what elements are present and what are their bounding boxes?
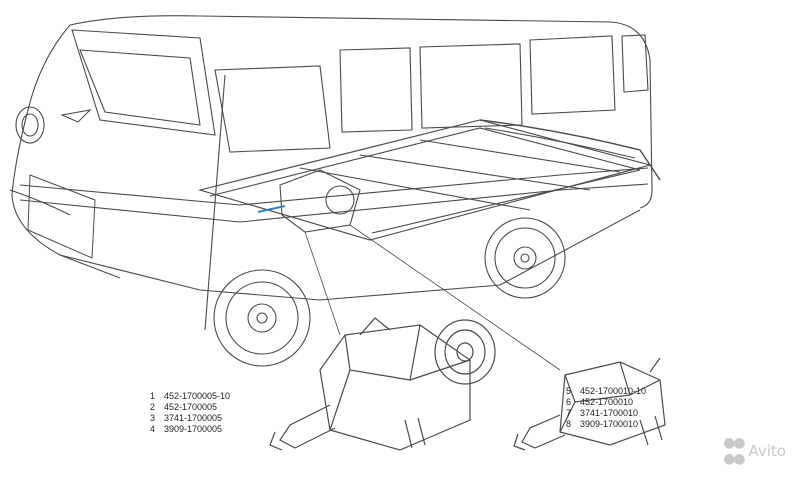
rear-wheel (484, 217, 566, 299)
legend-number: 2 (150, 402, 156, 412)
legend-number: 5 (566, 386, 572, 396)
front-wheel (213, 269, 311, 367)
leader-lines (304, 224, 561, 371)
legend-row: 2 452-1700005 (150, 402, 230, 413)
legend-left: 1 452-1700005-10 2 452-1700005 3 3741-17… (150, 391, 230, 435)
chassis-frame (197, 119, 661, 241)
transfer-case-assembly-left (269, 317, 496, 451)
avito-logo-icon: ●●●● (723, 435, 745, 467)
chassis-transfer-case (257, 169, 361, 233)
legend-number: 1 (150, 391, 156, 401)
watermark-brand: Avito (748, 442, 787, 460)
legend-row: 3 3741-1700005 (150, 413, 230, 424)
legend-row: 5 452-1700010-10 (566, 386, 646, 397)
legend-part-code: 452-1700010 (580, 397, 634, 407)
legend-part-code: 3741-1700010 (580, 408, 639, 418)
legend-part-code: 452-1700005-10 (164, 391, 231, 401)
legend-part-code: 3909-1700010 (580, 419, 639, 429)
legend-number: 6 (566, 397, 572, 407)
legend-part-code: 452-1700005 (164, 402, 218, 412)
legend-row: 8 3909-1700010 (566, 419, 646, 430)
legend-number: 8 (566, 419, 572, 429)
transfer-case-assembly-right (513, 357, 666, 451)
legend-row: 4 3909-1700005 (150, 424, 230, 435)
legend-number: 4 (150, 424, 156, 434)
van-body (9, 15, 653, 331)
legend-row: 1 452-1700005-10 (150, 391, 230, 402)
legend-row: 7 3741-1700010 (566, 408, 646, 419)
legend-row: 6 452-1700010 (566, 397, 646, 408)
legend-number: 3 (150, 413, 156, 423)
legend-part-code: 452-1700010-10 (580, 386, 647, 396)
legend-part-code: 3741-1700005 (164, 413, 223, 423)
legend-number: 7 (566, 408, 572, 418)
legend-part-code: 3909-1700005 (164, 424, 223, 434)
legend-right: 5 452-1700010-10 6 452-1700010 7 3741-17… (566, 386, 646, 430)
avito-watermark: ●●●● Avito (723, 435, 786, 467)
